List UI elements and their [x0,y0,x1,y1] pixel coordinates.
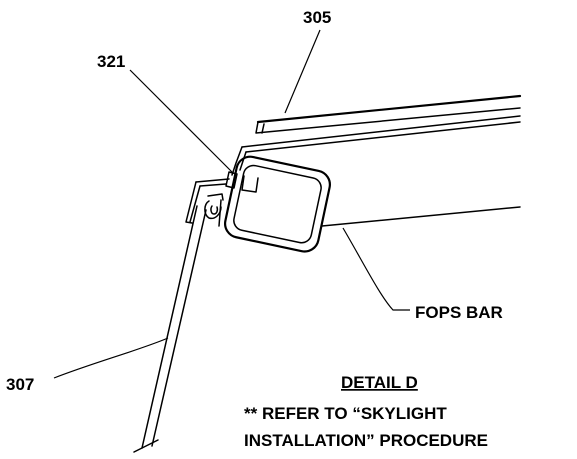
note-line-2: INSTALLATION” PROCEDURE [244,431,488,450]
hinge-clip [185,178,230,227]
callout-321: 321 [97,52,125,71]
skylight-panel [255,94,522,134]
detail-title: DETAIL D [341,373,418,392]
bracket [225,171,259,193]
fops-bar-lower-edge [321,206,521,227]
callout-fops-bar: FOPS BAR [415,303,503,322]
roof-panel [231,115,521,176]
callout-307: 307 [6,375,34,394]
fops-bar-tube [224,155,331,253]
leader-lines [53,29,410,379]
note-line-1: ** REFER TO “SKYLIGHT [244,404,447,423]
frame-post [133,205,207,453]
callout-305: 305 [303,8,331,27]
